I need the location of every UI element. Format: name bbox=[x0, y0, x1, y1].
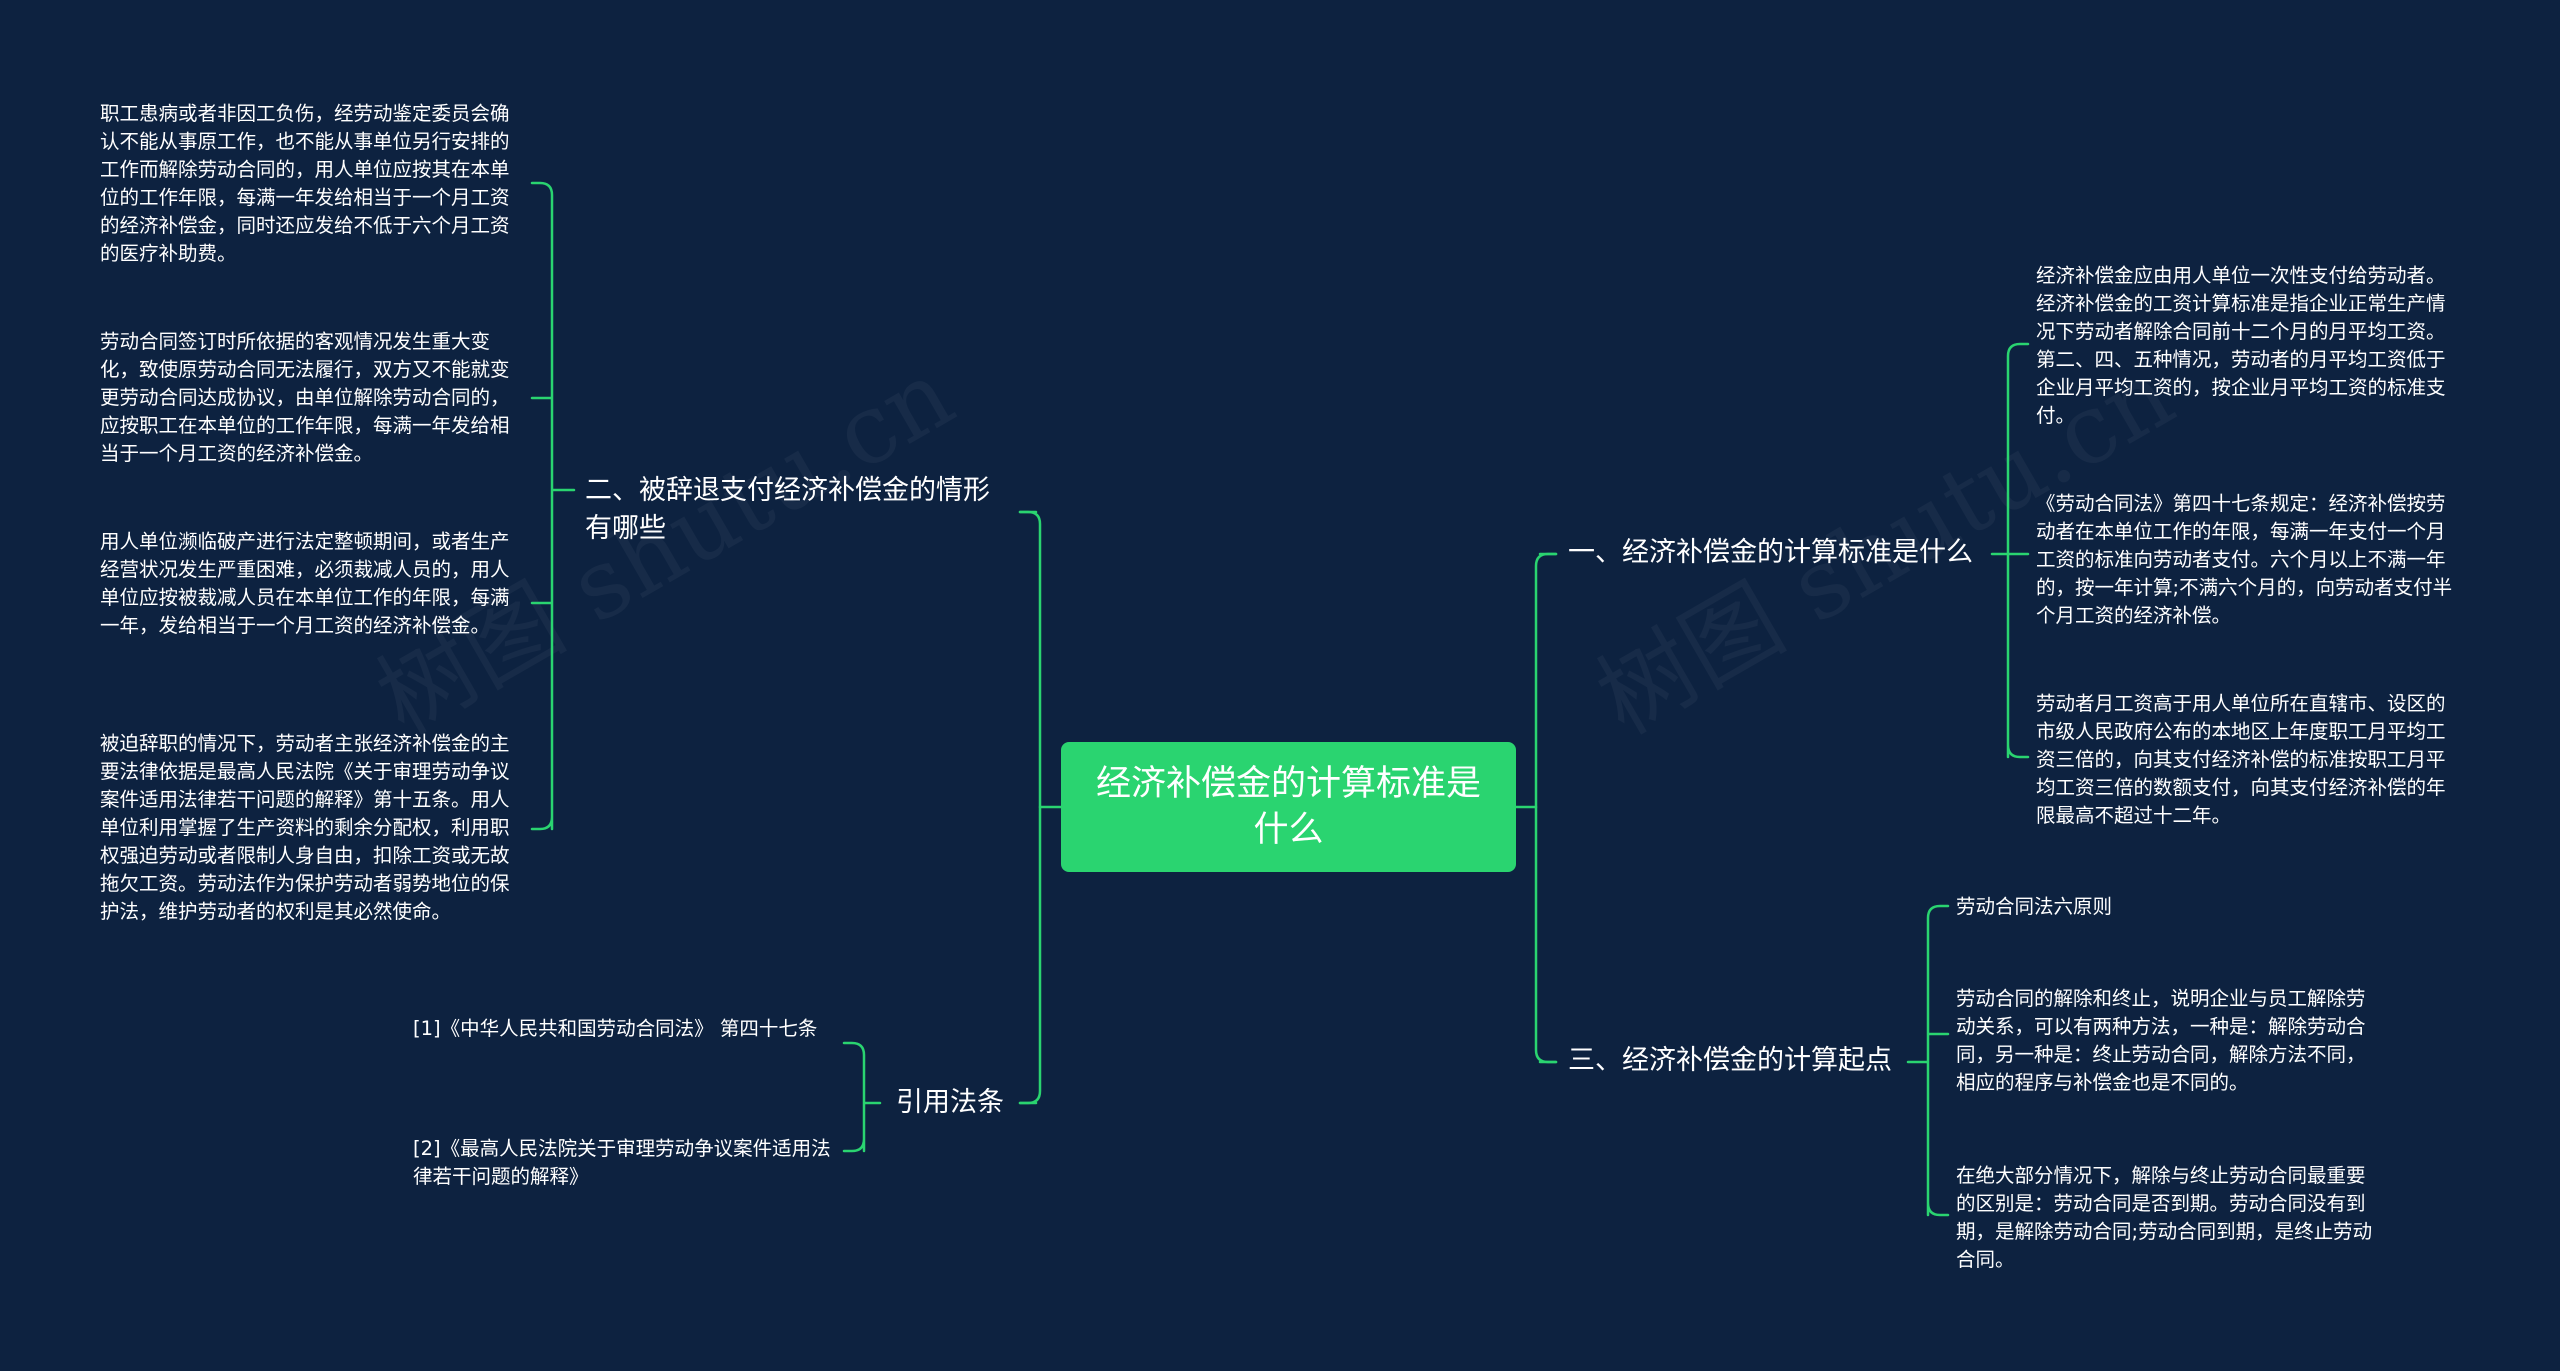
branch-right-bottom-label: 三、经济补偿金的计算起点 bbox=[1568, 1045, 1892, 1076]
connector-left-top-bracket bbox=[530, 181, 576, 831]
connector-right-top-bracket bbox=[1990, 342, 2030, 759]
connector-left-bottom-bracket bbox=[842, 1041, 882, 1153]
leaf-left-bottom-1[interactable]: [1]《中华人民共和国劳动合同法》 第四十七条 bbox=[413, 1017, 818, 1040]
branch-left-bottom[interactable]: 引用法条 bbox=[896, 1084, 1026, 1122]
branch-right-bottom[interactable]: 三、经济补偿金的计算起点 bbox=[1568, 1042, 1908, 1080]
branch-right-top-label: 一、经济补偿金的计算标准是什么 bbox=[1568, 537, 1973, 568]
leaf-right-bottom-3[interactable]: 在绝大部分情况下，解除与终止劳动合同最重要的区别是：劳动合同是否到期。劳动合同没… bbox=[1956, 1164, 2373, 1271]
leaf-right-top-2[interactable]: 《劳动合同法》第四十七条规定：经济补偿按劳动者在本单位工作的年限，每满一年支付一… bbox=[2036, 492, 2453, 627]
leaf-right-top-1[interactable]: 经济补偿金应由用人单位一次性支付给劳动者。经济补偿金的工资计算标准是指企业正常生… bbox=[2036, 264, 2446, 427]
root-topic-label: 经济补偿金的计算标准是什么 bbox=[1095, 764, 1481, 850]
leaf-left-top-4[interactable]: 被迫辞职的情况下，劳动者主张经济补偿金的主要法律依据是最高人民法院《关于审理劳动… bbox=[100, 732, 510, 923]
connector-right-spine bbox=[1534, 552, 1558, 1064]
leaf-left-top-3[interactable]: 用人单位濒临破产进行法定整顿期间，或者生产经营状况发生严重困难，必须裁减人员的，… bbox=[100, 530, 510, 637]
root-topic[interactable]: 经济补偿金的计算标准是什么 bbox=[1061, 742, 1516, 872]
leaf-right-bottom-2[interactable]: 劳动合同的解除和终止，说明企业与员工解除劳动关系，可以有两种方法，一种是：解除劳… bbox=[1956, 987, 2366, 1094]
branch-left-bottom-label: 引用法条 bbox=[896, 1087, 1004, 1118]
leaf-left-top-2[interactable]: 劳动合同签订时所依据的客观情况发生重大变化，致使原劳动合同无法履行，双方又不能就… bbox=[100, 330, 510, 465]
branch-left-top-label: 二、被辞退支付经济补偿金的情形有哪些 bbox=[585, 475, 990, 544]
branch-right-top[interactable]: 一、经济补偿金的计算标准是什么 bbox=[1568, 534, 1988, 572]
connector-left-spine bbox=[1018, 510, 1042, 1105]
connector-right-bottom-bracket bbox=[1906, 904, 1950, 1217]
branch-left-top[interactable]: 二、被辞退支付经济补偿金的情形有哪些 bbox=[585, 472, 1015, 548]
leaf-right-bottom-1[interactable]: 劳动合同法六原则 bbox=[1956, 895, 2113, 918]
leaf-left-top-1[interactable]: 职工患病或者非因工负伤，经劳动鉴定委员会确认不能从事原工作，也不能从事单位另行安… bbox=[100, 102, 510, 265]
leaf-left-bottom-2[interactable]: [2]《最高人民法院关于审理劳动争议案件适用法律若干问题的解释》 bbox=[413, 1137, 831, 1188]
leaf-right-top-3[interactable]: 劳动者月工资高于用人单位所在直辖市、设区的市级人民政府公布的本地区上年度职工月平… bbox=[2036, 692, 2446, 827]
